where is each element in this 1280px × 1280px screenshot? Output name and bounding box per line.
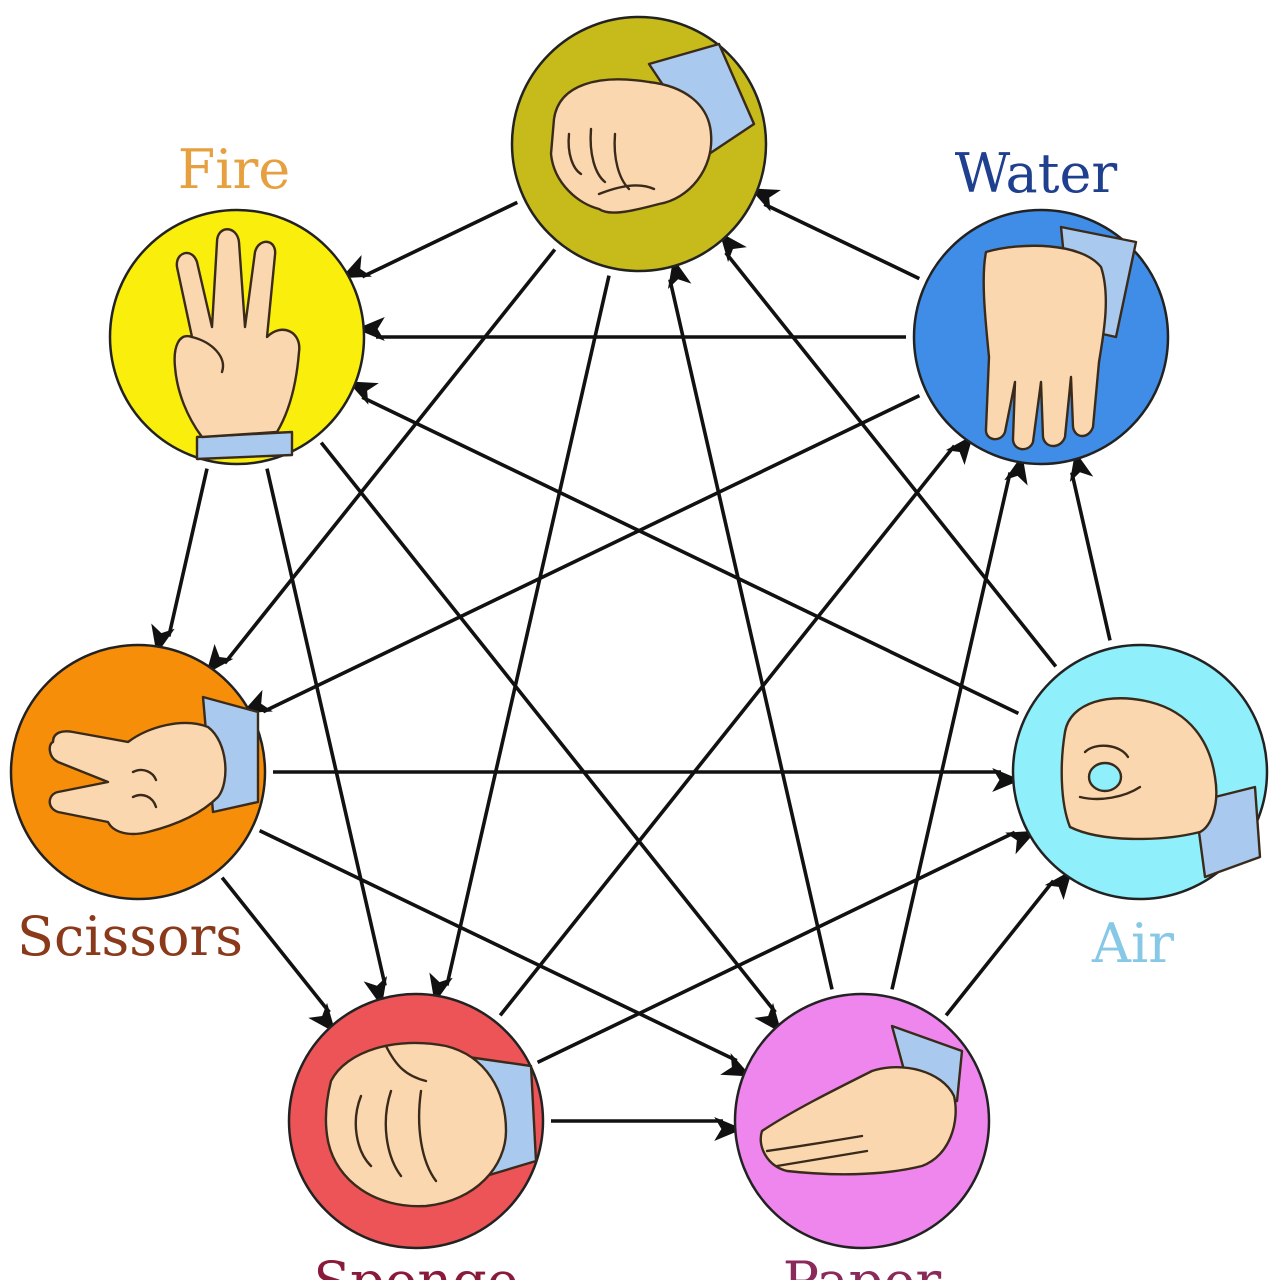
two-fingers-icon (48, 695, 260, 836)
edge-scissors-to-sponge (220, 876, 336, 1033)
node-sponge: Sponge (287, 992, 545, 1280)
edge-water-to-scissors (241, 393, 921, 714)
edge-fire-to-scissors (151, 468, 209, 655)
edge-sponge-to-water (498, 435, 974, 1017)
edge-rock-to-scissors (205, 248, 557, 674)
node-paper: Paper (733, 992, 991, 1280)
edge-paper-to-rock (667, 258, 834, 990)
edge-fire-to-paper (319, 441, 782, 1033)
edge-rock-to-sponge (429, 275, 611, 1004)
node-air: Air (1011, 643, 1269, 975)
node-fire: Fire (108, 138, 366, 466)
knuckles-icon (324, 1041, 538, 1208)
ok-hand-icon (1060, 697, 1262, 879)
edge-scissors-to-paper (258, 828, 752, 1077)
edge-air-to-rock (719, 232, 1058, 668)
node-label-paper: Paper (783, 1250, 942, 1280)
node-scissors: Scissors (9, 643, 267, 968)
node-label-sponge: Sponge (313, 1250, 518, 1280)
edge-rock-to-fire (340, 200, 519, 279)
edge-water-to-rock (749, 188, 921, 281)
node-label-water: Water (955, 142, 1118, 205)
node-label-scissors: Scissors (17, 905, 243, 968)
flat-hand-icon (759, 1024, 964, 1176)
edge-fire-to-sponge (265, 468, 388, 1007)
three-fingers-icon (173, 228, 301, 461)
edge-air-to-water (1069, 451, 1112, 641)
node-water: Water (912, 142, 1170, 466)
edge-air-to-fire (347, 381, 1020, 716)
edge-paper-to-water (890, 454, 1028, 990)
edge-sponge-to-air (536, 830, 1037, 1065)
node-rock (510, 15, 768, 273)
edges-layer (151, 188, 1112, 1141)
hand-down-icon (982, 225, 1138, 451)
node-label-air: Air (1091, 912, 1174, 975)
node-label-fire: Fire (178, 138, 291, 201)
fist-icon (549, 42, 756, 214)
edge-paper-to-air (944, 870, 1073, 1017)
